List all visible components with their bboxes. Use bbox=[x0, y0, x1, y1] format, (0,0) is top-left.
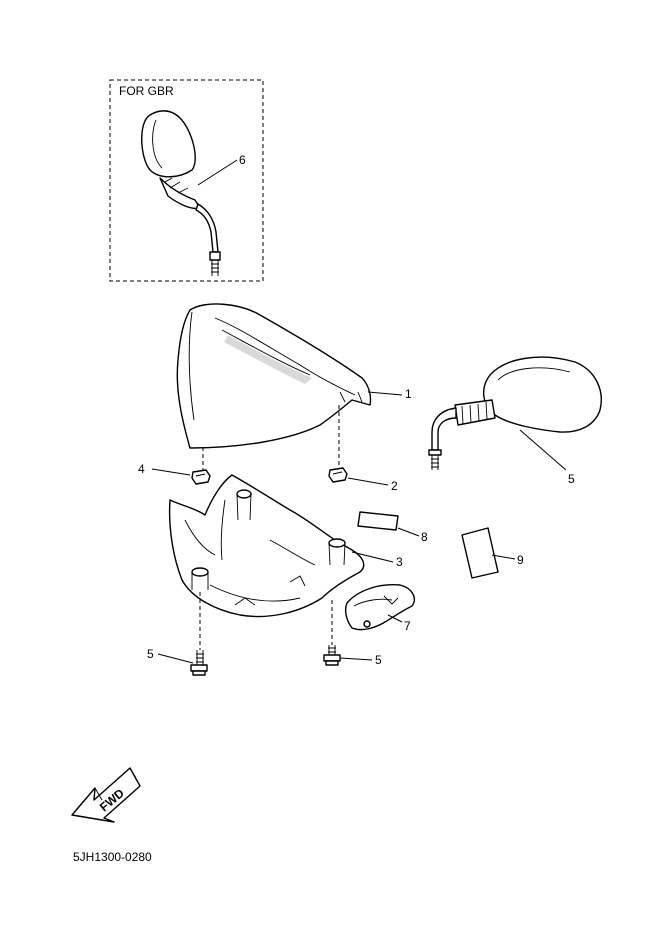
part-nut-left[interactable] bbox=[191, 469, 211, 485]
part-mirror-gbr[interactable] bbox=[141, 110, 221, 276]
part-label-9[interactable] bbox=[357, 511, 399, 531]
callout-5b: 5 bbox=[375, 653, 382, 667]
fwd-arrow: FWD bbox=[71, 767, 141, 823]
callout-5a: 5 bbox=[147, 647, 154, 661]
callout-8: 7 bbox=[404, 619, 411, 633]
callout-4: 4 bbox=[138, 462, 145, 476]
callout-9: 8 bbox=[421, 530, 428, 544]
callout-3: 3 bbox=[396, 555, 403, 569]
callout-2: 2 bbox=[391, 479, 398, 493]
part-nut-right[interactable] bbox=[328, 467, 348, 483]
callout-6: 5 bbox=[568, 472, 575, 486]
diagram-code: 5JH1300-0280 bbox=[73, 850, 152, 864]
part-screw-right[interactable] bbox=[323, 645, 341, 666]
callout-10: 9 bbox=[517, 553, 524, 567]
callout-1: 1 bbox=[405, 387, 412, 401]
gbr-inset: FOR GBR 6 bbox=[109, 79, 264, 282]
part-upper-handle-cover[interactable] bbox=[176, 303, 372, 449]
part-cover-8[interactable] bbox=[344, 583, 416, 631]
part-lower-handle-cover[interactable] bbox=[168, 474, 365, 618]
part-label-10[interactable] bbox=[461, 527, 499, 579]
inset-border bbox=[109, 79, 264, 282]
inset-title: FOR GBR bbox=[119, 84, 174, 98]
part-screw-left[interactable] bbox=[190, 650, 208, 676]
callout-7: 6 bbox=[239, 153, 246, 167]
part-mirror-right[interactable] bbox=[428, 356, 602, 470]
